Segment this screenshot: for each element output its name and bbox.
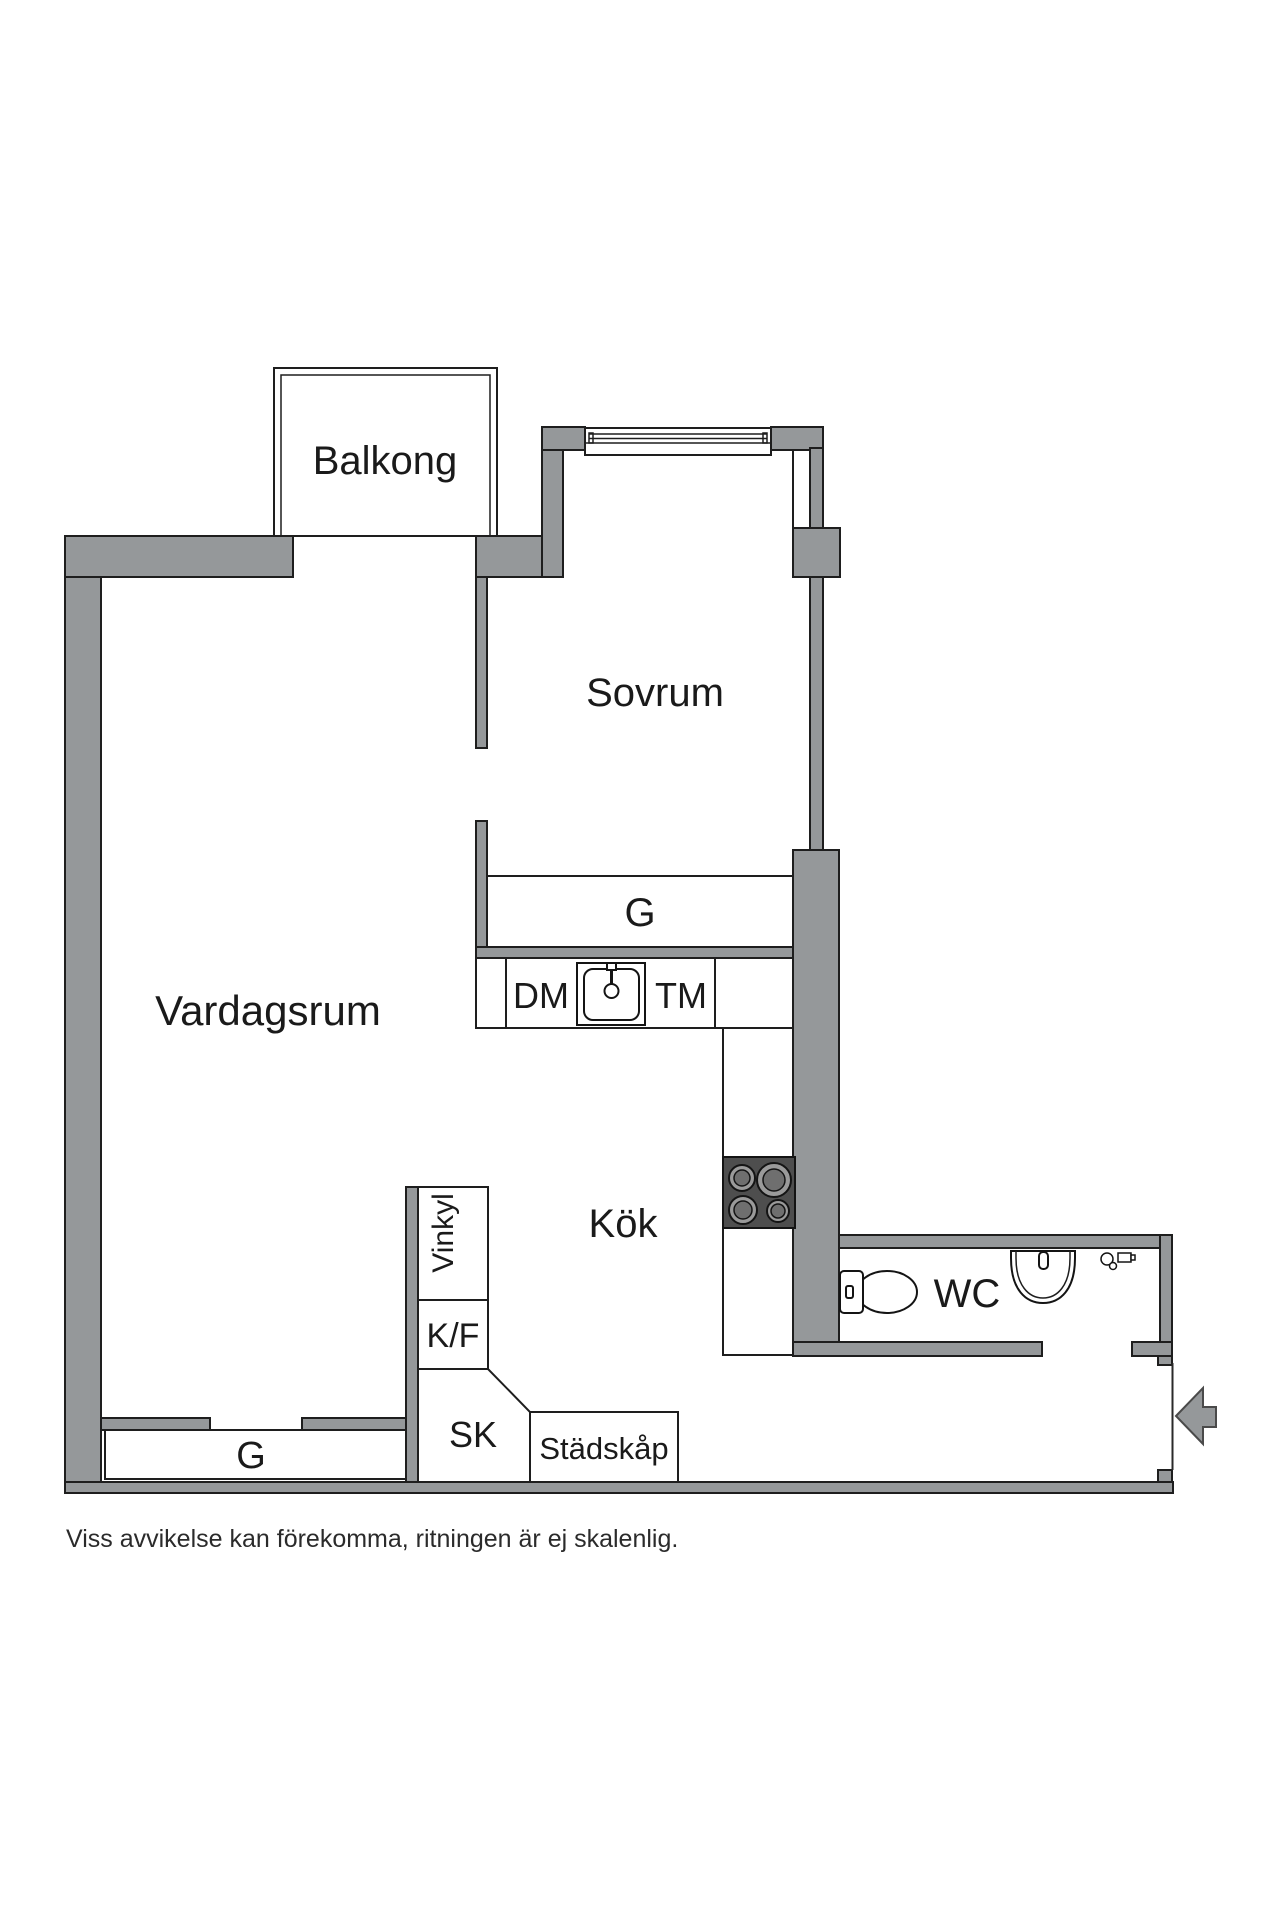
wall-partition-upper <box>475 576 488 749</box>
entry-arrow-icon <box>1174 1385 1217 1447</box>
wall-window-left-jamb <box>541 426 586 451</box>
cleaning-cabinet-box <box>529 1411 679 1483</box>
wall-partition-lower <box>475 820 488 959</box>
wall-right-strip-mid <box>809 576 824 851</box>
label-dishwasher: DM <box>513 975 569 1016</box>
wall-right-column <box>792 849 840 1357</box>
label-wardrobe-hall: G <box>236 1435 266 1477</box>
window-end-cap <box>588 432 594 444</box>
balcony-outline <box>273 367 498 537</box>
wall-wc-door-stub <box>1131 1341 1173 1357</box>
room-labels: Balkong Sovrum Vardagsrum G DM TM Kök Vi… <box>155 439 1000 1477</box>
label-wc: WC <box>934 1272 1001 1316</box>
label-bedroom: Sovrum <box>586 671 724 715</box>
wall-wc-bottom <box>792 1341 1043 1357</box>
balcony-inner-line <box>280 374 491 536</box>
wall-bottom-exterior <box>64 1481 1174 1494</box>
wall-right-strip-upper <box>809 447 824 529</box>
wall-right-pillar <box>792 527 841 578</box>
wall-wc-door-step <box>1157 1355 1173 1366</box>
wall-top-left-band <box>64 535 294 578</box>
bedroom-window <box>584 427 772 456</box>
label-wine-fridge: Vinkyl <box>427 1193 460 1272</box>
wall-left-exterior <box>64 535 102 1494</box>
label-kitchen: Kök <box>589 1202 659 1246</box>
label-living-room: Vardagsrum <box>155 987 381 1034</box>
disclaimer-text: Viss avvikelse kan förekomma, ritningen … <box>66 1525 678 1553</box>
wall-kitchen-west-strip <box>405 1186 419 1483</box>
wall-hall-stub-left <box>100 1417 211 1431</box>
wall-window-right-jamb <box>770 426 824 451</box>
mixer-tap-icon <box>1100 1252 1136 1271</box>
wall-kitchen-north <box>475 946 794 959</box>
shaft-niche <box>792 449 811 529</box>
label-washing-machine: TM <box>655 975 707 1016</box>
walls <box>64 426 1174 1494</box>
washbasin-icon <box>1010 1250 1076 1305</box>
window-end-cap <box>762 432 768 444</box>
label-cleaning-cabinet: Städskåp <box>539 1431 668 1466</box>
wall-entry-bottom-stub <box>1157 1469 1173 1483</box>
wall-hall-stub-right <box>301 1417 407 1431</box>
label-cabinet-sk: SK <box>449 1414 497 1455</box>
wall-wc-top <box>838 1234 1171 1249</box>
label-fridge-freezer: K/F <box>427 1317 480 1355</box>
label-balcony: Balkong <box>313 439 458 483</box>
toilet-icon <box>839 1270 918 1314</box>
label-wardrobe-bedroom: G <box>624 891 655 935</box>
wardrobe-hall-box <box>104 1429 408 1480</box>
kitchen-sink-icon <box>576 962 646 1026</box>
stove-icon <box>722 1156 796 1229</box>
